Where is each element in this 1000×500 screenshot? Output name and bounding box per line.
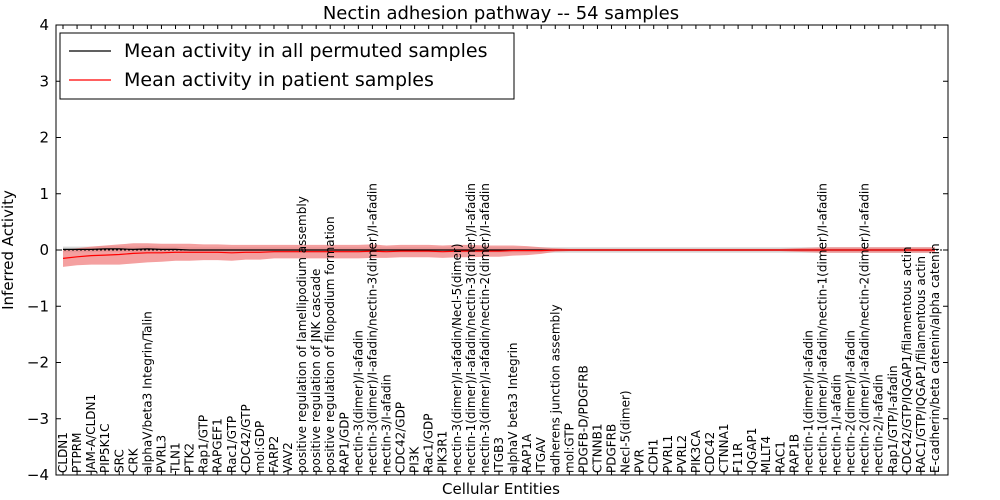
x-tick-label: nectin-1(dimer)/I-afadin [801,330,815,473]
x-tick-label: nectin-1(dimer)/I-afadin/nectin-3(dimer)… [464,183,478,473]
x-tick-label: ITGAV [534,436,548,473]
x-tick-label: RAP1A [520,433,534,473]
x-tick-label: nectin-3(dimer)/I-afadin [351,330,365,473]
band-series-1 [63,243,935,267]
x-tick-label: RAC1/GTP/IQGAP1/filamentous actin [914,256,928,473]
x-tick-label: RAP1B [787,434,801,473]
x-tick-label: CTNNB1 [591,423,605,473]
x-tick-label: nectin-3(dimer)/I-afadin/nectin-3(dimer)… [365,183,379,473]
x-tick-label: PDGFB-D/PDGFRB [576,365,590,473]
x-tick-label: PIP5K1C [98,423,112,473]
y-tick-label: 0 [39,241,49,259]
x-tick-label: nectin-2(dimer)/I-afadin/nectin-2(dimer)… [858,183,872,473]
x-tick-label: Necl-5(dimer) [619,390,633,473]
x-tick-label: mol:GDP [253,421,267,473]
series-lines [62,248,935,259]
line-series-1 [62,249,935,259]
x-tick-label: CDC42 [703,432,717,473]
x-tick-label: PVR [633,449,647,473]
x-tick-label: Rap1/GTP/I-afadin [886,365,900,473]
x-tick-label: PTPRM [70,433,84,474]
legend-label: Mean activity in all permuted samples [124,40,487,62]
x-tick-label: RAC1 [773,441,787,473]
y-tick-label: −1 [27,297,49,315]
y-tick-label: 2 [39,129,49,147]
x-tick-label: positive regulation of lamellipodium ass… [295,196,309,473]
x-tick-label: alphaV/beta3 Integrin/Talin [140,311,154,473]
x-tick-label: PI3K [408,446,422,473]
x-tick-label: F11R [731,442,745,473]
x-tick-label: Rac1/GDP [422,414,436,473]
x-tick-label: nectin-3(dimer)/I-afadin/Necl-5(dimer) [450,243,464,473]
x-tick-label: CDH1 [647,439,661,473]
y-tick-label: −3 [27,410,49,428]
x-tick-label: positive regulation of JNK cascade [309,269,323,473]
plot-frame [55,24,949,476]
y-tick-label: −2 [27,354,49,372]
x-tick-label: nectin-1/I-afadin [830,374,844,473]
x-tick-label: CDC42/GTP/IQGAP1/filamentous actin [900,247,914,473]
chart-title: Nectin adhesion pathway -- 54 samples [323,3,679,24]
x-tick-label: FARP2 [267,436,281,473]
legend: Mean activity in all permuted samplesMea… [59,32,515,100]
x-tick-label: CDC42/GTP [239,404,253,473]
y-tick-label: −4 [27,466,49,484]
x-tick-label: nectin-3(dimer)/I-afadin/nectin-2(dimer)… [478,183,492,473]
x-tick-label: nectin-2/I-afadin [872,374,886,473]
x-tick-label: Rap1/GTP [197,415,211,473]
x-tick-label: E-cadherin/beta catenin/alpha catenin [928,243,942,473]
y-tick-label: 4 [39,16,49,34]
x-tick-label: CDC42/GDP [394,402,408,473]
x-tick-label: CRK [126,447,140,473]
x-tick-label: PDGFRB [605,424,619,473]
x-tick-label: PIK3CA [689,429,703,473]
x-tick-label: CTNNA1 [717,423,731,473]
x-tick-label: CLDN1 [56,432,70,473]
x-tick-label: PIK3R1 [436,431,450,473]
x-tick-label: mol:GTP [562,423,576,473]
x-tick-label: adherens junction assembly [548,304,562,473]
x-tick-label: nectin-1(dimer)/I-afadin/nectin-1(dimer)… [816,183,830,473]
x-tick-label: PVRL3 [155,435,169,473]
x-tick-label: PTK2 [183,443,197,473]
x-tick-label: PVRL1 [661,435,675,473]
y-axis-ticks: 4 3 2 1 0 −1 −2 −3 −4 [27,16,948,484]
x-tick-label: ITGB3 [492,437,506,473]
x-tick-label: nectin-3/I-afadin [380,374,394,473]
x-tick-label: MLLT4 [759,436,773,473]
y-tick-label: 3 [39,72,49,90]
x-tick-label: TLN1 [169,442,183,474]
x-tick-label: IQGAP1 [745,428,759,473]
x-tick-label: VAV2 [281,442,295,473]
x-tick-label: RAP1/GDP [337,412,351,473]
x-tick-label: SRC [112,449,126,473]
legend-label: Mean activity in patient samples [124,69,434,91]
legend-box [59,32,515,100]
x-tick-label: nectin-2(dimer)/I-afadin [844,330,858,473]
y-tick-label: 1 [39,185,49,203]
x-tick-label: JAM-A/CLDN1 [84,394,98,474]
x-tick-label: positive regulation of filopodium format… [323,216,337,473]
x-tick-label: RAPGEF1 [211,418,225,473]
x-tick-label: alphaV beta3 Integrin [506,342,520,473]
y-axis-label: Inferred Activity [0,190,17,310]
x-tick-label: Rac1/GTP [225,416,239,473]
x-tick-label: PVRL2 [675,435,689,473]
x-axis-label: Cellular Entities [442,480,560,498]
